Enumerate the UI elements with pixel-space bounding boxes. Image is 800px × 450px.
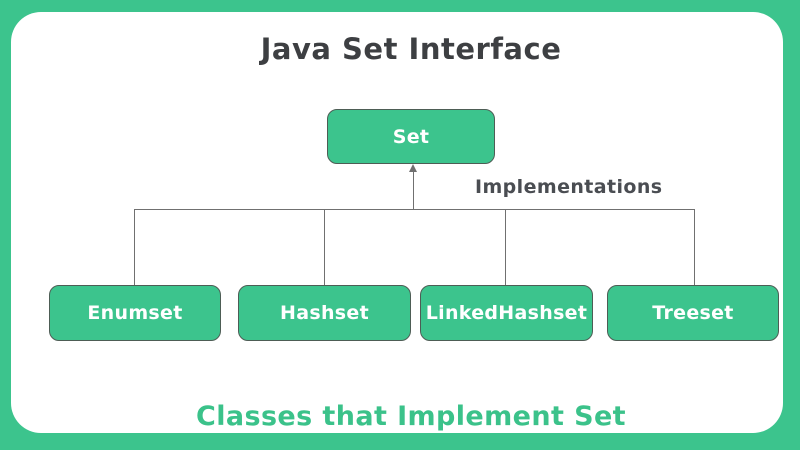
- edge-label-implementations: Implementations: [475, 176, 663, 198]
- node-hashset-label: Hashset: [280, 302, 369, 324]
- node-set: Set: [327, 109, 495, 164]
- node-treeset-label: Treeset: [652, 302, 734, 324]
- node-linkedhashset-label: LinkedHashset: [425, 302, 588, 324]
- node-set-label: Set: [392, 125, 430, 148]
- page-title: Java Set Interface: [260, 32, 562, 66]
- arrowhead-icon: [409, 164, 417, 172]
- connector-vertical-linkedhashset: [505, 209, 506, 285]
- node-enumset: Enumset: [49, 285, 221, 341]
- diagram-card: Java Set Interface Set Implementations E…: [11, 12, 783, 433]
- node-linkedhashset: LinkedHashset: [420, 285, 593, 341]
- node-treeset: Treeset: [607, 285, 779, 341]
- connector-horizontal: [134, 209, 695, 210]
- node-enumset-label: Enumset: [87, 302, 183, 324]
- connector-vertical-hashset: [324, 209, 325, 285]
- connector-vertical-enumset: [134, 209, 135, 285]
- node-hashset: Hashset: [238, 285, 411, 341]
- connector-arrow-shaft: [413, 170, 414, 210]
- connector-vertical-treeset: [694, 209, 695, 285]
- diagram-caption: Classes that Implement Set: [196, 401, 626, 432]
